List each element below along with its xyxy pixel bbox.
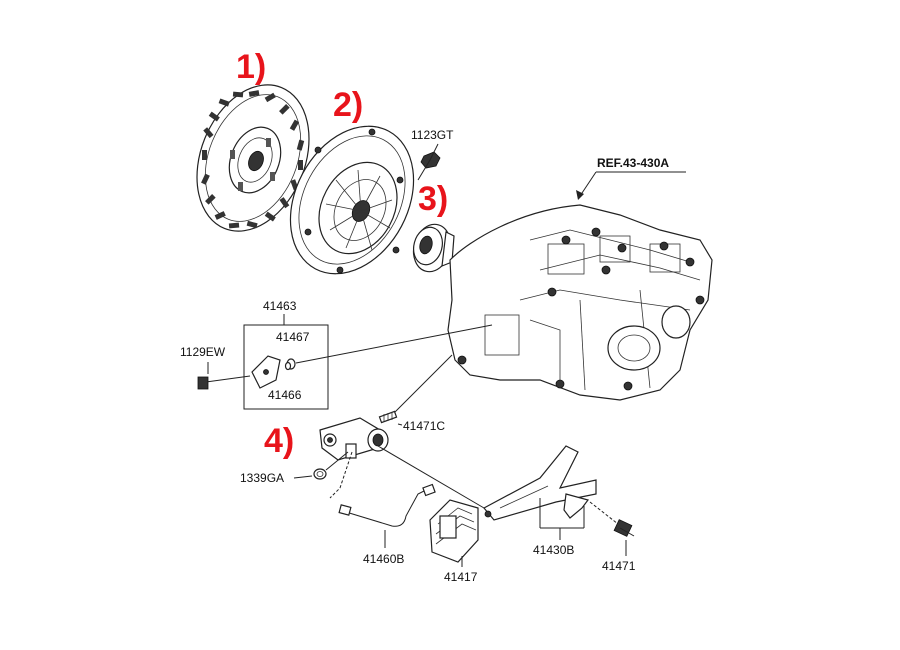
callout-4: 4) bbox=[264, 422, 294, 460]
pressure-plate bbox=[289, 125, 415, 275]
ref-leader bbox=[579, 171, 597, 197]
ref-arrowhead bbox=[576, 190, 584, 200]
leader-slave-housing bbox=[394, 354, 453, 413]
clutch-disc-friction-pads bbox=[201, 90, 305, 229]
label-1339ga: 1339GA bbox=[240, 471, 284, 485]
label-1129ew: 1129EW bbox=[180, 345, 226, 359]
label-41467: 41467 bbox=[276, 330, 310, 344]
bracket-41466 bbox=[251, 355, 281, 389]
transmission-bolts bbox=[457, 227, 705, 391]
pressure-plate-bolt-holes bbox=[304, 128, 404, 274]
label-41471c: 41471C bbox=[403, 419, 445, 433]
bracket-group-box bbox=[243, 324, 329, 410]
callout-1: 1) bbox=[236, 48, 266, 86]
bleeder-41471c bbox=[378, 410, 398, 424]
ref-label: REF.43-430A bbox=[597, 156, 669, 170]
dust-boot-41417 bbox=[429, 499, 479, 563]
callout-2: 2) bbox=[333, 86, 363, 124]
clutch-disc bbox=[196, 84, 310, 232]
label-41471: 41471 bbox=[602, 559, 636, 573]
leader-fork-slave bbox=[377, 445, 485, 509]
bolt-1123gt bbox=[417, 143, 441, 181]
label-41460b: 41460B bbox=[363, 552, 404, 566]
clutch-disc-springs bbox=[230, 138, 275, 191]
slave-cylinder bbox=[319, 417, 389, 461]
bolt-1129ew bbox=[197, 375, 251, 390]
callout-3: 3) bbox=[418, 180, 448, 218]
pivot-bolt-41471 bbox=[589, 501, 635, 537]
label-41466: 41466 bbox=[268, 388, 302, 402]
clip-41467 bbox=[284, 358, 296, 371]
hydraulic-pipe-41460b bbox=[329, 451, 436, 527]
label-41430b: 41430B bbox=[533, 543, 574, 557]
transmission-housing bbox=[447, 204, 713, 401]
oring-1339ga bbox=[313, 468, 327, 480]
release-fork-41430b bbox=[483, 445, 597, 521]
pressure-plate-diaphragm-fingers bbox=[325, 169, 393, 251]
label-1123gt: 1123GT bbox=[411, 128, 454, 142]
release-bearing bbox=[412, 223, 455, 273]
label-41463: 41463 bbox=[263, 299, 297, 313]
label-41417: 41417 bbox=[444, 570, 478, 584]
leader-41467-housing bbox=[295, 324, 493, 364]
